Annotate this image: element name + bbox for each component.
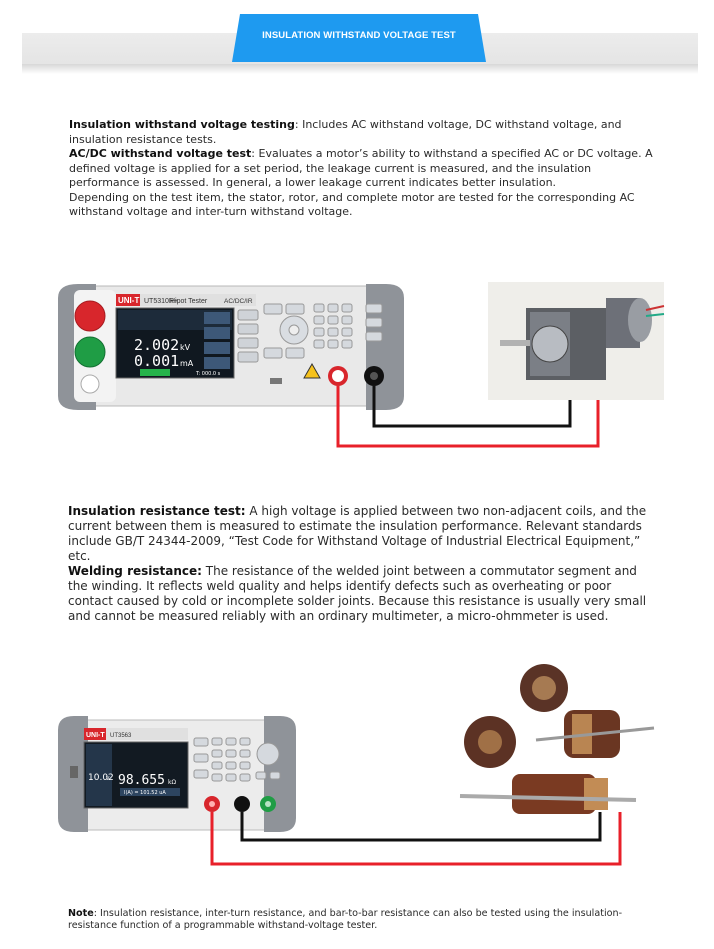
term-welding-resistance: Welding resistance: [68,564,202,578]
ohm-brand-label: UNI-T [86,732,105,739]
hipot-mode-label: AC/DC/IR [224,298,253,305]
ohm-black-lead [240,812,602,842]
term-insulation-resistance: Insulation resistance test: [68,504,246,518]
intro-paragraph-3: Depending on the test item, the stator, … [69,190,635,219]
hipot-model-label: UT5310R+ [144,298,178,305]
section2-p1-body: A high voltage is applied between two no… [68,504,647,563]
note-label: Note [68,908,94,919]
hipot-brand-label: UNI-T [118,296,139,305]
section-2-text: Insulation resistance test: A high volta… [68,504,658,624]
section2-paragraph-1: Insulation resistance test: A high volta… [68,504,658,564]
term-insulation-withstand: Insulation withstand voltage testing [69,118,295,131]
intro-text: Insulation withstand voltage testing: In… [69,118,659,220]
hipot-current-reading: 0.001 [134,352,179,370]
ohm-resistance-unit: kΩ [168,779,176,786]
header-shadow [22,64,698,74]
armature-photos [459,664,655,814]
ohm-model-label: UT3563 [110,733,132,739]
hipot-voltage-unit: kV [180,343,191,352]
hipot-tester-image: UNI-T UT5310R+ Hipot Tester AC/DC/IR 2.0… [58,282,665,448]
ohm-resistance-reading: 98.655 [118,773,165,788]
intro-p1-body: : Includes AC withstand voltage, DC with… [69,118,622,146]
ohm-range-reading: 10.02 [88,773,114,783]
title-tab: INSULATION WITHSTAND VOLTAGE TEST [232,14,486,62]
ohm-range-unit: V [106,776,110,782]
hipot-device-label: Hipot Tester [170,298,208,305]
intro-paragraph-1: Insulation withstand voltage testing: In… [69,118,659,147]
note-body: : Insulation resistance, inter-turn resi… [68,908,623,931]
ohm-current-readout: I(A) = 101.52 uA [124,790,166,796]
intro-paragraph-2: AC/DC withstand voltage test: Evaluates … [69,147,659,191]
term-acdc-withstand: AC/DC withstand voltage test [69,147,252,160]
black-lead [372,376,572,428]
section2-p2-body: The resistance of the welded joint betwe… [68,564,647,623]
hipot-timer: T: 000.0 s [195,371,221,377]
page-title: INSULATION WITHSTAND VOLTAGE TEST [262,30,456,41]
intro-p2-body: : Evaluates a motor’s ability to withsta… [69,147,653,189]
hipot-current-unit: mA [180,359,194,368]
micro-ohmmeter-image: UNI-T UT3563 10.02 V 98.655 kΩ I(A) = 10… [58,664,655,866]
section2-paragraph-2: Welding resistance: The resistance of th… [68,564,658,624]
footnote: Note: Insulation resistance, inter-turn … [68,908,658,932]
hipot-voltage-reading: 2.002 [134,336,179,354]
red-lead [336,376,600,448]
ohm-red-lead [210,812,622,866]
